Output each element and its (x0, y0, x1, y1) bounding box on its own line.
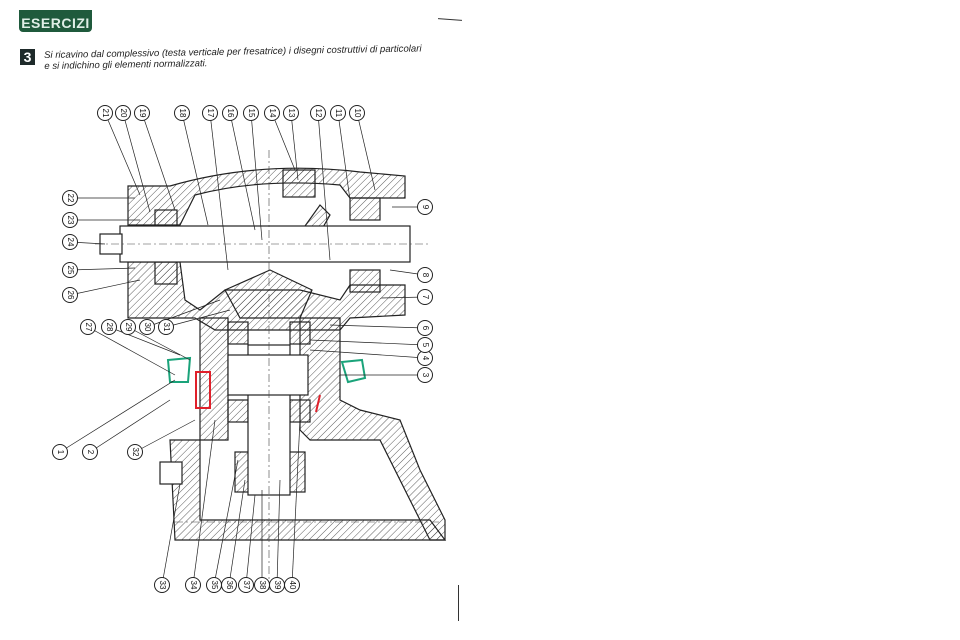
leader-line-14 (271, 112, 296, 171)
leader-line-21 (104, 112, 141, 196)
column-body-right (299, 317, 446, 541)
callout-9: 9 (417, 199, 433, 215)
callout-16: 16 (222, 105, 238, 121)
page-edge-bottom (458, 585, 459, 621)
leader-line-18 (181, 112, 209, 226)
callout-19: 19 (134, 105, 150, 121)
callout-25: 25 (62, 262, 78, 278)
callout-23: 23 (62, 212, 78, 228)
callout-22: 22 (62, 190, 78, 206)
leader-line-15 (250, 112, 263, 241)
base-housing (169, 439, 447, 541)
callout-10: 10 (349, 105, 365, 121)
leader-line-1 (59, 379, 176, 453)
bearing-left-bottom (154, 261, 178, 285)
callout-3: 3 (417, 367, 433, 383)
leader-line-20 (122, 112, 151, 213)
leader-line-25 (69, 267, 136, 271)
leader-line-13 (290, 112, 299, 181)
leader-line-39 (276, 479, 281, 586)
callout-20: 20 (115, 105, 131, 121)
callout-21: 21 (97, 105, 113, 121)
leader-line-27 (87, 326, 176, 376)
bearing-col-top-l (227, 321, 249, 345)
leader-line-11 (337, 112, 351, 201)
leader-line-10 (356, 112, 376, 191)
callout-17: 17 (202, 105, 218, 121)
callout-11: 11 (330, 105, 346, 121)
section-banner: ESERCIZI (19, 10, 92, 32)
callout-34: 34 (185, 577, 201, 593)
leader-line-33 (161, 483, 181, 586)
bearing-col-bot-r (289, 399, 311, 423)
callout-37: 37 (238, 577, 254, 593)
column-body (199, 317, 229, 441)
leader-line-34 (192, 419, 216, 586)
callout-28: 28 (101, 319, 117, 335)
bearing-col-top-r (289, 321, 311, 345)
horizontal-shaft (119, 225, 411, 263)
leader-line-37 (245, 494, 256, 586)
leader-line-29 (127, 326, 191, 361)
callout-36: 36 (221, 577, 237, 593)
plug-33 (159, 461, 183, 485)
leader-line-4 (309, 349, 426, 359)
callout-12: 12 (310, 105, 326, 121)
callout-2: 2 (82, 444, 98, 460)
callout-27: 27 (80, 319, 96, 335)
callout-40: 40 (284, 577, 300, 593)
spindle-nose (227, 354, 309, 396)
green-mark-left (166, 356, 192, 383)
callout-14: 14 (264, 105, 280, 121)
leader-line-12 (317, 112, 331, 261)
bearing-right-top (349, 197, 381, 221)
callout-6: 6 (417, 320, 433, 336)
callout-33: 33 (154, 577, 170, 593)
bearing-col-bot-l (227, 399, 249, 423)
callout-32: 32 (127, 444, 143, 460)
callout-13: 13 (283, 105, 299, 121)
exercise-number: 3 (20, 49, 35, 65)
leader-line-35 (213, 459, 239, 586)
green-mark-right (340, 358, 367, 384)
leader-line-36 (228, 479, 246, 586)
callout-24: 24 (62, 234, 78, 250)
leader-line-19 (141, 112, 176, 211)
callout-7: 7 (417, 289, 433, 305)
plug-13 (282, 169, 316, 198)
leader-line-16 (229, 112, 256, 231)
callout-1: 1 (52, 444, 68, 460)
leader-line-32 (134, 419, 196, 453)
leader-line-17 (209, 112, 229, 271)
callout-15: 15 (243, 105, 259, 121)
callout-29: 29 (120, 319, 136, 335)
red-mark-left (195, 371, 211, 409)
callout-5: 5 (417, 337, 433, 353)
callout-31: 31 (158, 319, 174, 335)
bevel-gear (224, 269, 313, 319)
callout-39: 39 (269, 577, 285, 593)
callout-30: 30 (139, 319, 155, 335)
callout-26: 26 (62, 287, 78, 303)
leader-line-26 (69, 279, 141, 296)
callout-38: 38 (254, 577, 270, 593)
callout-35: 35 (206, 577, 222, 593)
bearing-right-bottom (349, 269, 381, 293)
callout-8: 8 (417, 267, 433, 283)
leader-line-40 (291, 419, 301, 586)
leader-line-5 (309, 339, 426, 346)
leader-line-6 (329, 324, 426, 329)
leader-line-2 (89, 399, 171, 453)
callout-18: 18 (174, 105, 190, 121)
red-mark-right (315, 394, 321, 413)
leader-line-31 (165, 309, 231, 328)
